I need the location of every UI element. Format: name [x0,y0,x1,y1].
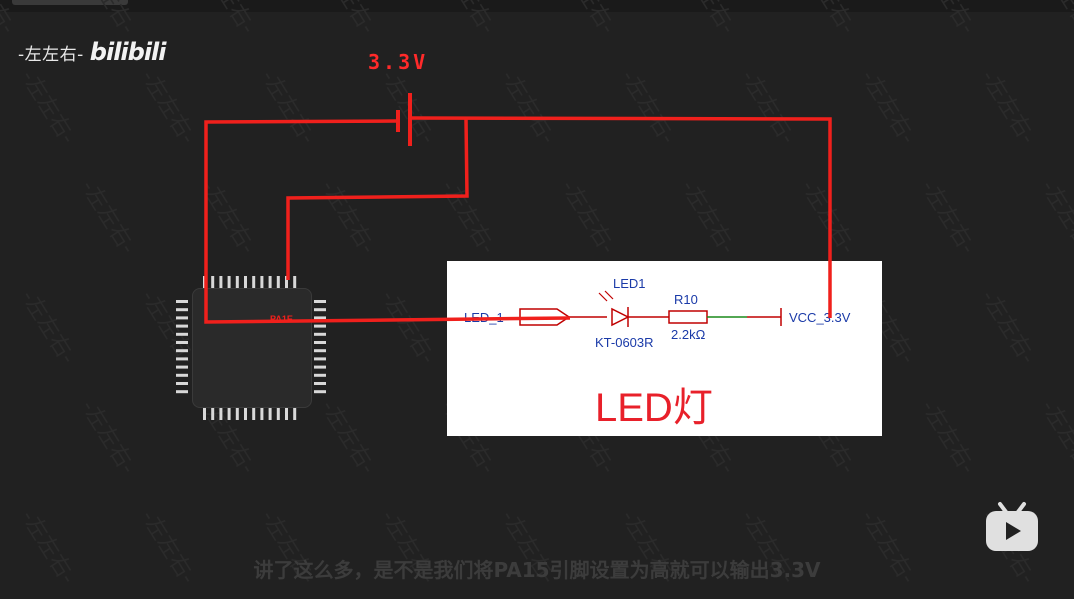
chip-pin [314,308,326,312]
chip-pin [227,408,231,420]
chip-pin [176,357,188,361]
bilibili-logo: bilibili [89,38,167,66]
led-diode-icon [611,307,630,327]
led-ref-label: LED1 [613,276,646,291]
schematic-drawing [519,290,782,327]
chip-pin [260,276,264,288]
chip-pin [260,408,264,420]
chip-pin [219,276,223,288]
chip-pin [252,276,256,288]
chip-pin [314,365,326,369]
wire-inner-loop [286,118,469,280]
chip-pin [244,276,247,288]
mcu-chip [192,288,312,408]
chip-pin [276,408,280,420]
chip-pin [176,349,188,353]
power-net-label: VCC_3.3V [789,310,851,325]
battery-voltage-label: 3.3V [368,50,429,74]
led-part-label: KT-0603R [595,335,654,350]
chip-pin [252,408,256,420]
chip-pin [314,349,326,353]
chip-pin [293,408,297,420]
chip-pin [176,365,188,369]
chip-pin [176,332,188,336]
chip-pin [268,408,272,420]
chip-pin [176,316,188,320]
top-bar [0,0,1074,12]
battery-icon [396,93,412,146]
chip-pin [211,276,215,288]
channel-name: -左左右- [18,44,84,65]
schematic-panel: LED_1 LED1 KT-0603R R10 2.2kΩ VCC_3.3V L… [447,261,882,436]
channel-logo: -左左右- bilibili [18,38,166,66]
chip-pin [235,276,239,288]
wire-left-loop [204,119,571,324]
chip-pin [285,408,288,420]
wire-right-loop [410,116,832,318]
chip-pin [285,276,288,288]
resistor-value-label: 2.2kΩ [671,327,706,342]
net-port-shape [519,308,571,326]
schematic-caption: LED灯 [595,386,713,430]
video-subtitle: 讲了这么多，是不是我们将PA15引脚设置为高就可以输出3.3V [253,558,821,582]
chip-pin [176,382,188,385]
chip-pin [176,341,188,344]
chip-pin [314,316,326,320]
chip-pin-label: PA1E [270,314,293,324]
chip-pin [314,357,326,361]
chip-pin [314,324,326,328]
chip-pin [219,408,223,420]
chip-pin [314,332,326,336]
resistor-ref-label: R10 [674,292,698,307]
chip-pin [203,408,206,420]
chip-pin [268,276,272,288]
chip-pin [176,390,188,394]
chip-pin [211,408,215,420]
chip-pin [235,408,239,420]
bilibili-tv-icon[interactable] [984,500,1040,554]
tab-stub[interactable] [12,0,128,5]
chip-pin [244,408,247,420]
chip-pin [314,341,326,344]
chip-pin [314,300,326,303]
chip-pin [176,308,188,312]
chip-pin [276,276,280,288]
chip-pin [314,373,326,377]
chip-pin [314,390,326,394]
chip-pin [293,276,297,288]
chip-pin [314,382,326,385]
chip-pin [176,373,188,377]
chip-pin [176,324,188,328]
chip-pin [227,276,231,288]
chip-pin [176,300,188,303]
